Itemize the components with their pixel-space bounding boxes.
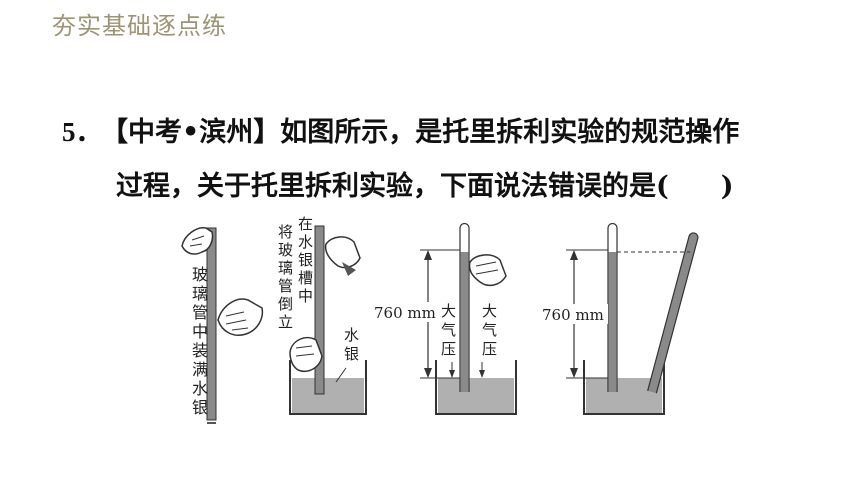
atm-char: 压	[482, 340, 497, 358]
atm-char: 气	[482, 321, 497, 339]
question-close-paren: )	[720, 171, 734, 202]
glass-tube-tilted	[647, 232, 699, 394]
step2-mercury-label: 水 银	[344, 326, 359, 363]
question-text-1: 【中考•滨州】如图所示，是托里拆利实验的规范操作	[114, 117, 740, 148]
step2-char: 银	[298, 251, 313, 269]
step1-char: 银	[192, 398, 208, 417]
step2-char: 倒	[278, 295, 293, 313]
step2-char: 将	[278, 223, 293, 241]
step1-char: 玻	[192, 265, 208, 284]
atm-char: 大	[482, 302, 497, 320]
atm-pressure-label-right: 大 气 压	[482, 302, 497, 358]
step2-char: 玻	[278, 241, 293, 259]
glass-tube-full	[206, 227, 217, 421]
step1-char: 璃	[192, 284, 208, 303]
step1-fill-tube: 玻 璃 管 中 装 满 水 银	[181, 227, 264, 424]
question-line-1: 5． 【中考•滨州】如图所示，是托里拆利实验的规范操作	[62, 110, 739, 149]
step2-char: 璃	[278, 259, 293, 277]
mercury-trough-liquid	[438, 378, 514, 414]
mercury-char: 水	[344, 326, 359, 344]
mercury-trough	[583, 360, 665, 415]
step2-invert-tube: 将 玻 璃 管 倒 立 在 水 银 槽 中 水 银	[278, 215, 367, 415]
height-label: 760 mm	[374, 304, 436, 322]
question-text-2: 过程，关于托里拆利实验，下面说法错误的是(	[116, 171, 669, 202]
question-line-2: 过程，关于托里拆利实验，下面说法错误的是()	[116, 164, 734, 203]
glass-tube-inverted	[314, 225, 325, 395]
step2-char: 管	[278, 277, 293, 295]
mercury-column	[608, 252, 617, 392]
atm-char: 气	[441, 321, 456, 339]
mercury-column	[460, 252, 469, 392]
height-label: 760 mm	[542, 306, 604, 324]
atm-pressure-label-left: 大 气 压	[441, 302, 456, 358]
hand-icon	[468, 254, 507, 287]
section-header: 夯实基础逐点练	[52, 12, 227, 40]
step2-char: 在	[298, 215, 313, 233]
step2-char: 槽	[298, 269, 313, 287]
step2-char: 水	[298, 233, 313, 251]
mercury-trough-liquid	[292, 378, 364, 414]
step1-char: 水	[192, 379, 208, 398]
atm-char: 压	[441, 340, 456, 358]
step1-label: 玻 璃 管 中 装 满 水 银	[192, 265, 208, 417]
step2-label-col2: 在 水 银 槽 中	[298, 215, 313, 305]
hand-icon	[181, 227, 214, 255]
step2-char: 中	[298, 287, 313, 305]
mercury-trough	[435, 360, 517, 415]
mercury-trough	[289, 360, 367, 415]
mercury-char: 银	[344, 345, 359, 363]
step4-tilt-tube: 760 mm	[540, 222, 699, 415]
step1-char: 满	[192, 360, 208, 379]
step2-label-col1: 将 玻 璃 管 倒 立	[278, 223, 293, 331]
step1-char: 管	[192, 303, 208, 322]
question-number: 5．	[62, 117, 103, 147]
step1-char: 中	[192, 322, 208, 341]
hand-icon	[324, 236, 361, 269]
step1-char: 装	[192, 341, 208, 360]
step3-remove-finger: 760 mm 大 气 压 大 气 压	[374, 222, 517, 415]
atm-char: 大	[441, 302, 456, 320]
step2-char: 立	[278, 313, 293, 331]
hand-icon	[217, 298, 264, 336]
